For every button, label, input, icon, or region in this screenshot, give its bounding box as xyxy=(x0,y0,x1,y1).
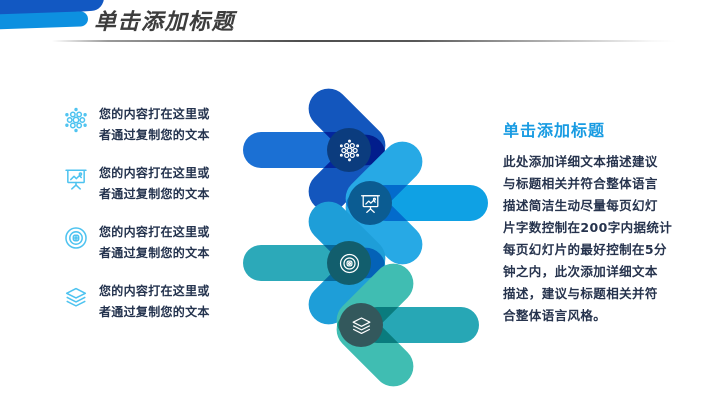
list-item: 您的内容打在这里或 者通过复制您的文本 xyxy=(62,222,232,264)
left-list: 您的内容打在这里或 者通过复制您的文本 您的内容打在这里或 者通过复制您的文本 xyxy=(62,104,232,323)
list-item: 您的内容打在这里或 者通过复制您的文本 xyxy=(62,281,232,323)
presentation-board-icon xyxy=(360,194,380,213)
title-divider-line xyxy=(52,40,676,42)
list-item-text: 您的内容打在这里或 者通过复制您的文本 xyxy=(99,104,210,146)
list-item: 您的内容打在这里或 者通过复制您的文本 xyxy=(62,163,232,205)
layers-icon xyxy=(352,316,370,334)
list-item: 您的内容打在这里或 者通过复制您的文本 xyxy=(62,104,232,146)
arrow-hub xyxy=(348,181,392,225)
arrow-hub xyxy=(339,303,383,347)
slide-title: 单击添加标题 xyxy=(94,9,236,35)
right-panel-body: 此处添加详细文本描述建议 与标题相关并符合整体语言 描述简洁生动尽量每页幻灯 片… xyxy=(503,151,718,327)
list-item-line: 者通过复制您的文本 xyxy=(99,187,210,201)
body-text-line: 钟之内，此次添加详细文本 xyxy=(503,264,658,279)
process-arrow-4 xyxy=(328,255,479,395)
target-icon xyxy=(339,253,359,273)
list-item-line: 者通过复制您的文本 xyxy=(99,305,210,319)
right-panel-heading: 单击添加标题 xyxy=(503,121,606,140)
arrow-hub xyxy=(327,128,371,172)
body-text-line: 此处添加详细文本描述建议 xyxy=(503,154,658,169)
target-icon xyxy=(62,224,90,252)
body-text-line: 每页幻灯片的最好控制在5分 xyxy=(503,242,667,257)
arrow-hub xyxy=(327,241,371,285)
list-item-line: 您的内容打在这里或 xyxy=(99,107,210,121)
corner-accent-light-shape xyxy=(0,11,89,30)
body-text-line: 片字数控制在200字内据统计 xyxy=(503,220,673,235)
list-item-line: 者通过复制您的文本 xyxy=(99,128,210,142)
body-text-line: 描述简洁生动尽量每页幻灯 xyxy=(503,198,658,213)
body-text-line: 描述，建议与标题相关并符 xyxy=(503,286,658,301)
process-arrow-1 xyxy=(243,80,394,220)
list-item-line: 您的内容打在这里或 xyxy=(99,225,210,239)
list-item-text: 您的内容打在这里或 者通过复制您的文本 xyxy=(99,163,210,205)
molecule-icon xyxy=(339,139,359,161)
body-text-line: 合整体语言风格。 xyxy=(503,308,607,323)
layers-icon xyxy=(62,283,90,311)
presentation-board-icon xyxy=(62,165,90,193)
process-arrow-3 xyxy=(243,193,394,333)
list-item-line: 您的内容打在这里或 xyxy=(99,166,210,180)
molecule-icon xyxy=(62,106,90,134)
process-arrow-2 xyxy=(337,133,488,273)
list-item-text: 您的内容打在这里或 者通过复制您的文本 xyxy=(99,281,210,323)
list-item-line: 您的内容打在这里或 xyxy=(99,284,210,298)
body-text-line: 与标题相关并符合整体语言 xyxy=(503,176,658,191)
list-item-line: 者通过复制您的文本 xyxy=(99,246,210,260)
list-item-text: 您的内容打在这里或 者通过复制您的文本 xyxy=(99,222,210,264)
right-panel: 单击添加标题 此处添加详细文本描述建议 与标题相关并符合整体语言 描述简洁生动尽… xyxy=(503,117,718,327)
